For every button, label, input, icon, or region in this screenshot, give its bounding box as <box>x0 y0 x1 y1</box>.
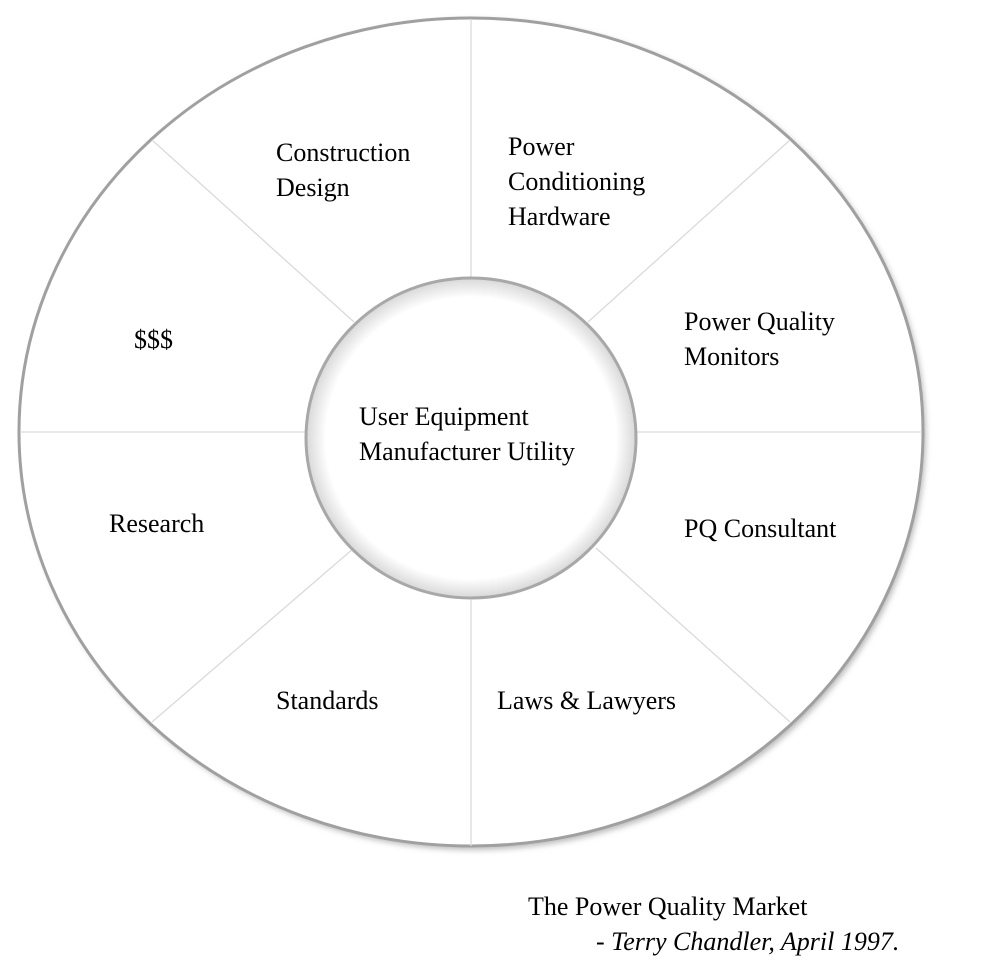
segment-label: Design <box>276 173 350 202</box>
segment-label: Power <box>508 132 575 161</box>
segment-label: Conditioning <box>508 167 646 196</box>
segment-construction-design: Construction Design <box>276 135 410 205</box>
center-label-line: Manufacturer Utility <box>359 437 575 466</box>
segment-standards: Standards <box>276 683 379 718</box>
caption-attribution: - Terry Chandler, April 1997. <box>596 927 900 956</box>
segment-label: Power Quality <box>684 307 835 336</box>
segment-label: PQ Consultant <box>684 514 837 543</box>
segment-label: Hardware <box>508 202 611 231</box>
segment-power-quality-monitors: Power Quality Monitors <box>684 304 835 374</box>
segment-money: $$$ <box>134 322 173 357</box>
segment-label: $$$ <box>134 325 173 354</box>
segment-label: Research <box>109 509 205 538</box>
caption-title: The Power Quality Market <box>528 892 808 921</box>
center-label-line: User Equipment <box>359 402 529 431</box>
segment-label: Laws & Lawyers <box>497 686 677 715</box>
center-circle <box>304 276 638 600</box>
segment-pq-consultant: PQ Consultant <box>684 511 836 546</box>
segment-label: Monitors <box>684 342 780 371</box>
segment-label: Construction <box>276 138 411 167</box>
segment-power-conditioning-hardware: Power Conditioning Hardware <box>508 129 645 234</box>
segment-dividers <box>20 19 922 846</box>
segment-label: Standards <box>276 686 379 715</box>
segment-research: Research <box>109 506 204 541</box>
center-label: User Equipment Manufacturer Utility <box>359 399 575 469</box>
segment-laws-lawyers: Laws & Lawyers <box>497 683 676 718</box>
